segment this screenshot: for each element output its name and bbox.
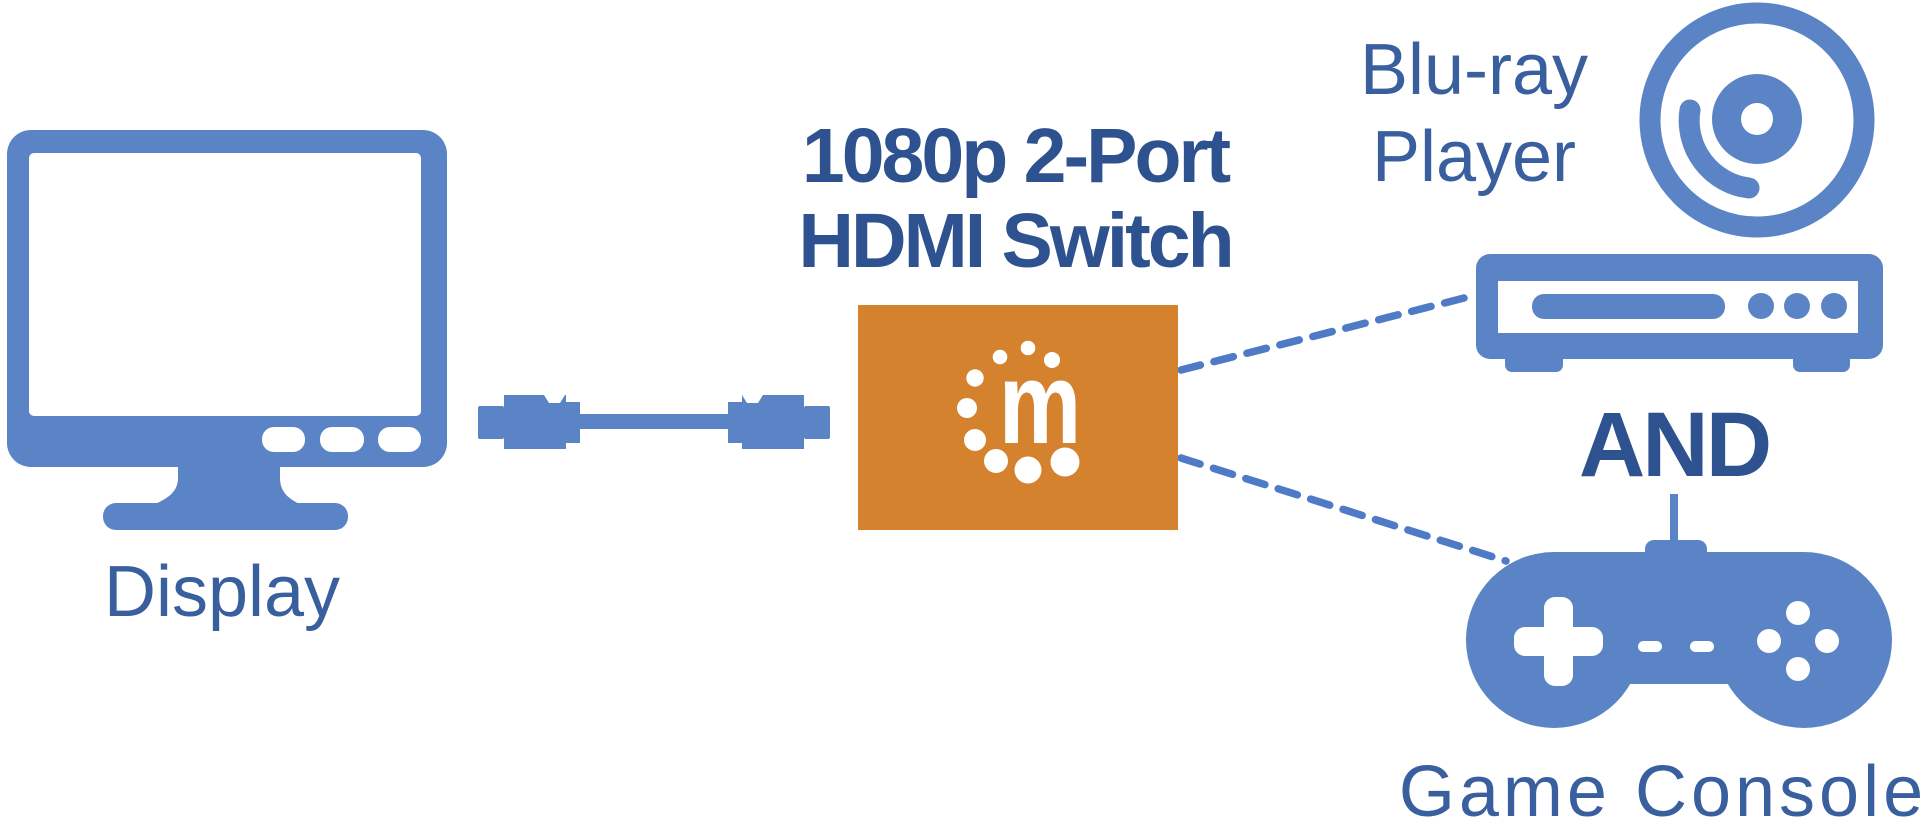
hdmi-switch-box-icon: m xyxy=(858,305,1178,530)
bluray-label-line1: Blu-ray xyxy=(1359,30,1589,110)
switch-title-line2: HDMI Switch xyxy=(798,198,1234,284)
game-controller-icon xyxy=(1466,494,1892,728)
display-label: Display xyxy=(103,552,341,632)
display-monitor-icon xyxy=(7,130,447,530)
bluray-player-icon xyxy=(1476,254,1883,372)
game-console-label: Game Console xyxy=(1398,752,1928,824)
dashed-line-to-bluray xyxy=(1177,292,1476,374)
bluray-label-line2: Player xyxy=(1371,117,1577,197)
bluray-disc-icon xyxy=(1639,2,1875,238)
dashed-connection-lines xyxy=(1177,292,1510,565)
logo-letter: m xyxy=(999,339,1082,468)
hdmi-cable-icon xyxy=(478,395,830,449)
and-label: AND xyxy=(1578,394,1772,496)
dashed-line-to-console xyxy=(1177,454,1510,565)
switch-title-line1: 1080p 2-Port xyxy=(801,113,1231,199)
manhattan-m-logo: m xyxy=(957,339,1082,484)
